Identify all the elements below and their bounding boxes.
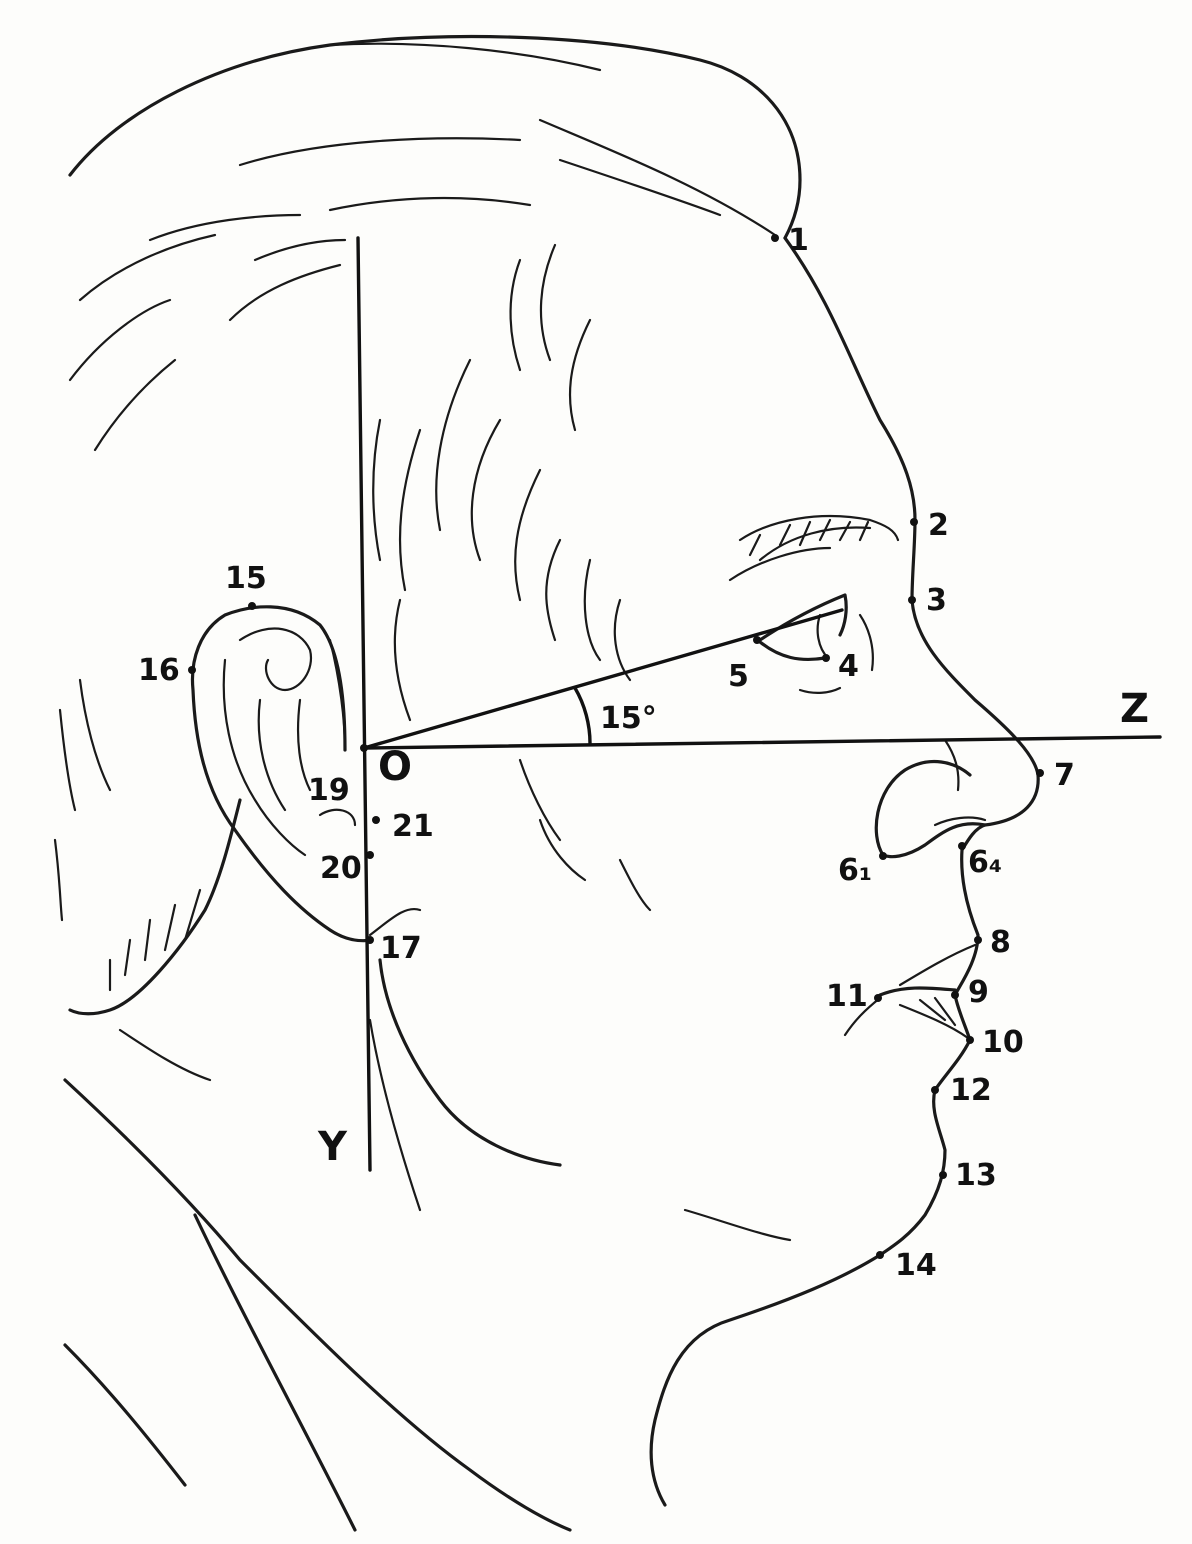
landmark-label-10: 10 bbox=[982, 1025, 1024, 1060]
landmark-label-21: 21 bbox=[392, 809, 434, 844]
angle-label: 15° bbox=[600, 701, 657, 736]
landmark-label-6-1: 6₁ bbox=[838, 853, 872, 888]
landmark-label-13: 13 bbox=[955, 1158, 997, 1193]
landmark-label-6-4: 6₄ bbox=[968, 845, 1002, 880]
landmark-label-4: 4 bbox=[838, 649, 859, 684]
landmark-label-7: 7 bbox=[1054, 758, 1075, 793]
angle-arc bbox=[575, 688, 590, 743]
hair-lines bbox=[55, 37, 800, 920]
landmark-label-5: 5 bbox=[728, 659, 749, 694]
z-axis-label: Z bbox=[1120, 686, 1149, 732]
landmark-label-14: 14 bbox=[895, 1248, 937, 1283]
landmark-label-19: 19 bbox=[308, 773, 350, 808]
landmark-label-9: 9 bbox=[968, 975, 989, 1010]
y-axis-label: Y bbox=[317, 1124, 348, 1170]
landmark-label-8: 8 bbox=[990, 925, 1011, 960]
neck-and-shoulders bbox=[65, 800, 790, 1530]
eyebrow bbox=[730, 516, 898, 580]
landmark-label-12: 12 bbox=[950, 1073, 992, 1108]
landmark-label-2: 2 bbox=[928, 508, 949, 543]
coordinate-axes bbox=[358, 238, 1160, 1170]
origin-label: O bbox=[378, 744, 412, 790]
vertical-axis-line bbox=[358, 238, 370, 1170]
landmark-label-1: 1 bbox=[788, 223, 809, 258]
landmark-dots bbox=[188, 234, 1044, 1259]
horizontal-axis-line bbox=[364, 737, 1160, 748]
nostril-wing bbox=[876, 762, 985, 857]
landmark-label-20: 20 bbox=[320, 851, 362, 886]
landmark-label-3: 3 bbox=[926, 583, 947, 618]
landmark-label-17: 17 bbox=[380, 931, 422, 966]
landmark-label-16: 16 bbox=[138, 653, 180, 688]
landmark-label-11: 11 bbox=[826, 979, 868, 1014]
landmark-label-15: 15 bbox=[225, 561, 267, 596]
